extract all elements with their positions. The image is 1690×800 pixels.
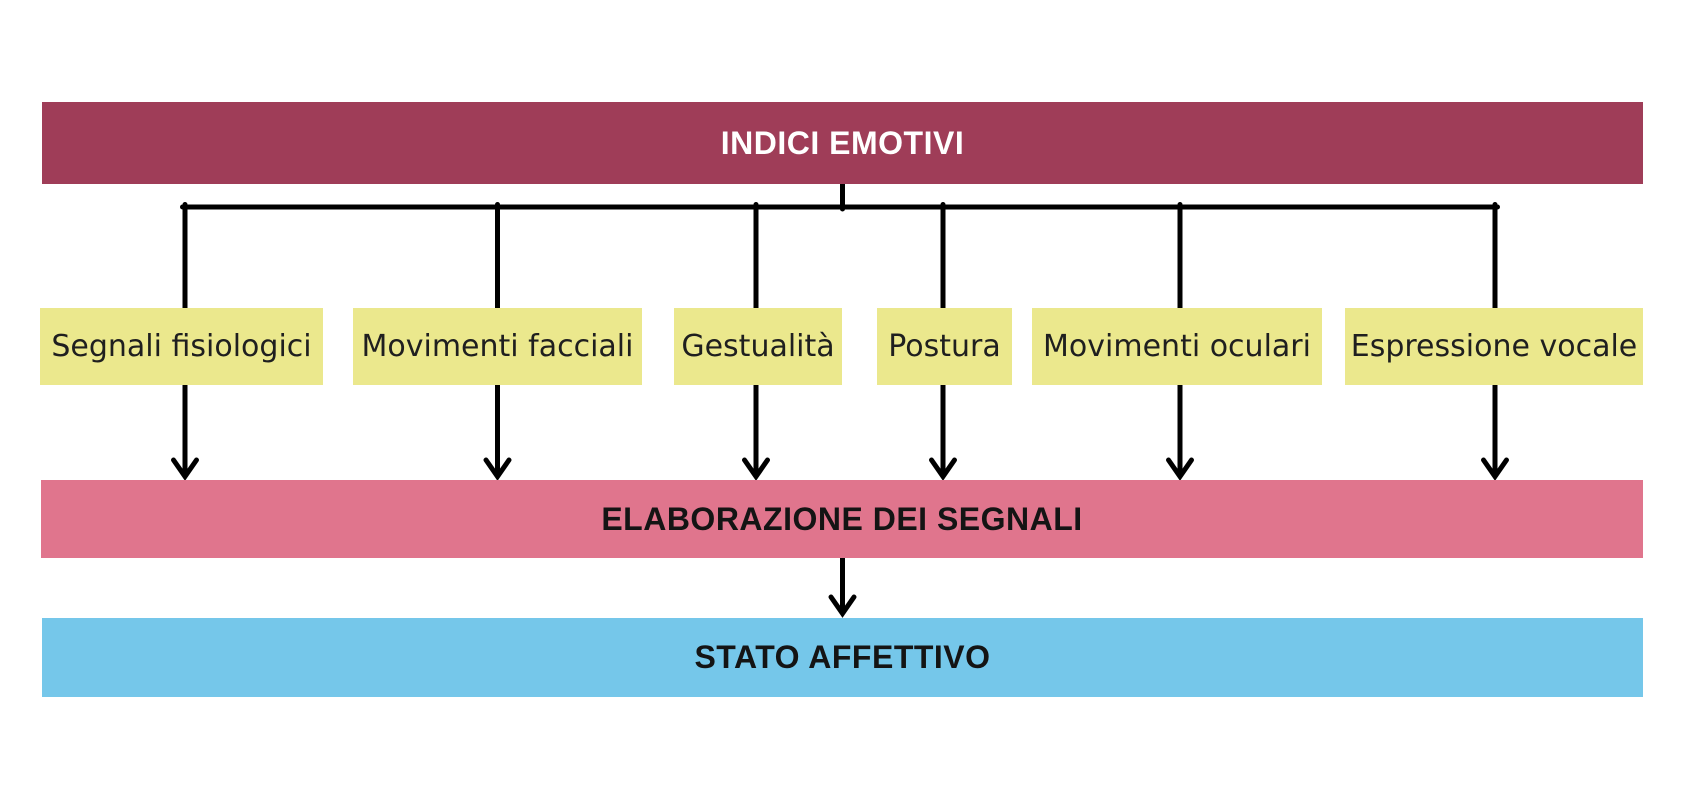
cue-label: Segnali fisiologici (51, 329, 312, 364)
stato-affettivo-bar: STATO AFFETTIVO (42, 618, 1643, 697)
arrowhead-down-icon (483, 457, 512, 481)
cue-box-movimenti-facciali: Movimenti facciali (353, 308, 642, 385)
cue-box-espressione-vocale: Espressione vocale (1345, 308, 1643, 385)
indici-emotivi-bar: INDICI EMOTIVI (42, 102, 1643, 184)
elaborazione-segnali-bar: ELABORAZIONE DEI SEGNALI (41, 480, 1643, 558)
cue-label: Postura (888, 329, 1001, 364)
arrowhead-down-icon (828, 594, 857, 618)
arrowhead-down-icon (1166, 457, 1194, 481)
arrowhead-down-icon (742, 457, 770, 481)
arrowhead-down-icon (1481, 457, 1509, 481)
cue-box-movimenti-oculari: Movimenti oculari (1032, 308, 1322, 385)
arrowhead-down-icon (929, 457, 957, 481)
cue-box-gestualita: Gestualità (674, 308, 842, 385)
cue-label: Movimenti facciali (361, 329, 634, 364)
cue-box-segnali-fisiologici: Segnali fisiologici (40, 308, 323, 385)
cue-box-postura: Postura (877, 308, 1012, 385)
cue-label: Gestualità (681, 329, 835, 364)
cue-label: Espressione vocale (1350, 329, 1638, 364)
cue-label: Movimenti oculari (1043, 329, 1311, 364)
stato-affettivo-title: STATO AFFETTIVO (694, 639, 991, 675)
elaborazione-segnali-title: ELABORAZIONE DEI SEGNALI (601, 500, 1083, 537)
arrowhead-down-icon (171, 457, 199, 481)
indici-emotivi-title: INDICI EMOTIVI (720, 124, 965, 161)
